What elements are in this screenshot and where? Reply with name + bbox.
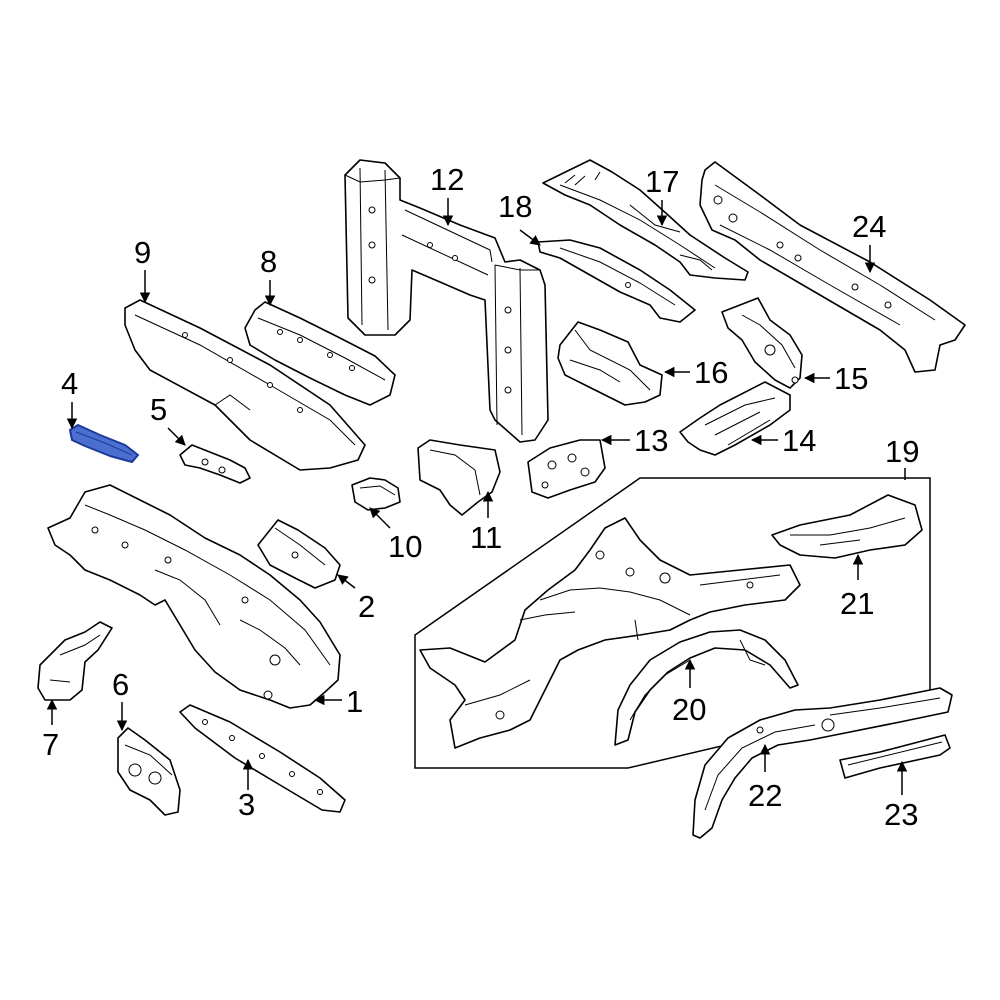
part-1-dash-panel[interactable]: [47, 484, 341, 709]
part-23-reinforcement[interactable]: [839, 734, 951, 779]
part-20-wheel-liner[interactable]: [614, 629, 799, 746]
callout-7[interactable]: 7: [42, 727, 59, 762]
part-17-upper-member[interactable]: [542, 159, 749, 281]
callout-5[interactable]: 5: [150, 392, 167, 427]
callout-16[interactable]: 16: [694, 355, 728, 390]
part-5-plate[interactable]: [179, 444, 251, 484]
callout-19[interactable]: 19: [885, 434, 919, 469]
part-16-bracket[interactable]: [557, 321, 663, 406]
part-9-panel[interactable]: [124, 299, 366, 471]
part-19-wheelhouse-assembly[interactable]: [419, 517, 801, 749]
part-24-side-rail[interactable]: [699, 161, 966, 373]
callout-22[interactable]: 22: [748, 778, 782, 813]
callout-21[interactable]: 21: [840, 586, 874, 621]
part-13-mount[interactable]: [527, 439, 606, 499]
callout-12[interactable]: 12: [430, 162, 464, 197]
callout-1[interactable]: 1: [346, 684, 363, 719]
part-4-highlighted-strip[interactable]: [69, 424, 139, 463]
callout-13[interactable]: 13: [634, 423, 668, 458]
callout-10[interactable]: 10: [388, 529, 422, 564]
callout-2[interactable]: 2: [358, 589, 375, 624]
leader-lines: [46, 198, 908, 795]
callout-11[interactable]: 11: [470, 520, 502, 555]
part-3-strip[interactable]: [179, 704, 346, 813]
part-2-bracket[interactable]: [257, 519, 341, 589]
callout-14[interactable]: 14: [782, 423, 816, 458]
part-18-reinforcement[interactable]: [537, 239, 696, 323]
part-10-small-bracket[interactable]: [351, 477, 401, 511]
callout-8[interactable]: 8: [260, 244, 277, 279]
part-6-bracket[interactable]: [117, 727, 181, 816]
callout-18[interactable]: 18: [498, 189, 532, 224]
callout-23[interactable]: 23: [884, 797, 918, 832]
part-12-cross-frame[interactable]: [344, 159, 549, 443]
callout-3[interactable]: 3: [238, 787, 255, 822]
part-7-bracket[interactable]: [37, 621, 113, 701]
part-14-tray[interactable]: [679, 381, 791, 456]
callout-20[interactable]: 20: [672, 692, 706, 727]
callout-6[interactable]: 6: [112, 667, 129, 702]
callout-9[interactable]: 9: [134, 235, 151, 270]
callout-labels: 1 2 3 4 5 6 7 8 9 10 11 12 13 14 15 16 1…: [42, 162, 919, 832]
part-22-rear-rail[interactable]: [692, 687, 953, 839]
part-15-bracket[interactable]: [721, 297, 803, 389]
part-8-bracket-rail[interactable]: [244, 301, 396, 406]
callout-24[interactable]: 24: [852, 209, 886, 244]
callout-17[interactable]: 17: [645, 164, 679, 199]
part-21-panel[interactable]: [771, 494, 923, 559]
callout-4[interactable]: 4: [61, 366, 78, 401]
callout-15[interactable]: 15: [834, 361, 868, 396]
